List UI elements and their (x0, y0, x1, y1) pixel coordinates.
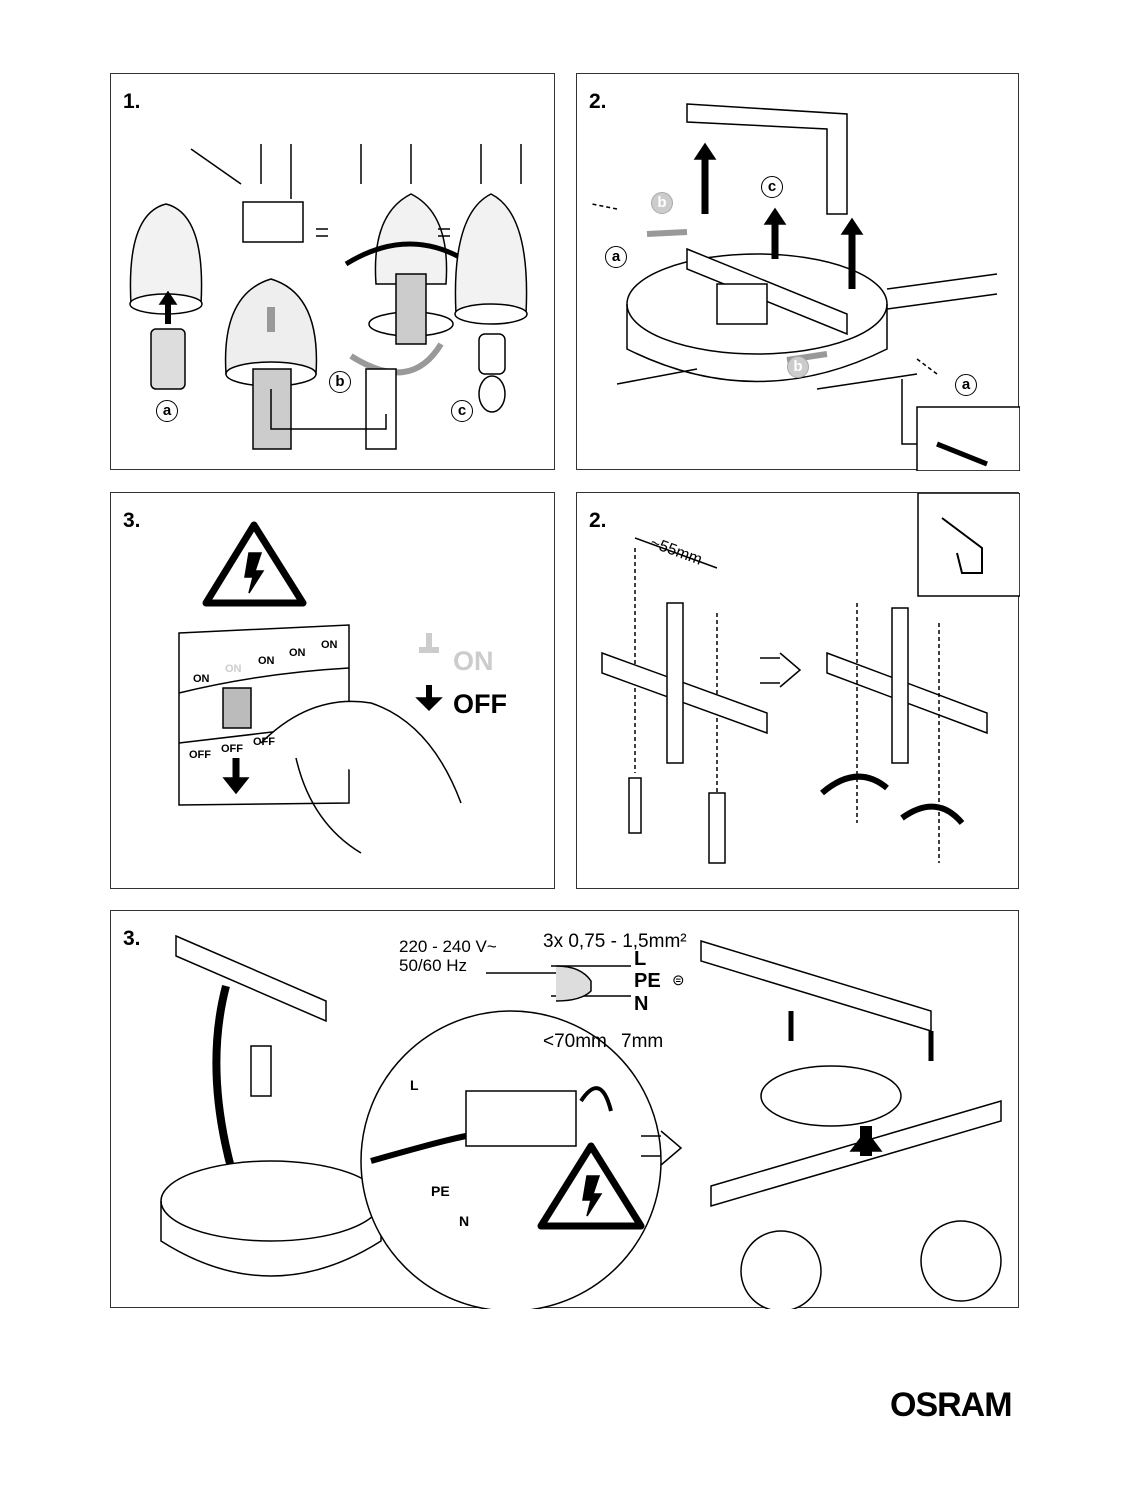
legend-off: OFF (453, 689, 507, 719)
switch-2-on-label: ON (225, 663, 242, 675)
label-b-right: b (787, 356, 809, 378)
ground-symbol-icon: ⊜ (672, 972, 685, 989)
label-b: b (329, 371, 351, 393)
terminal-n-label: N (459, 1213, 470, 1229)
label-a-right: a (955, 374, 977, 396)
step-number: 3. (123, 509, 141, 532)
lamp-shade-assembly-illustration (129, 144, 528, 450)
wire-n-label: N (634, 993, 649, 1015)
switch-4-on-label: ON (289, 647, 306, 659)
step-2-drill-panel: 2. ~55mm (576, 492, 1020, 889)
terminal-pe-label: PE (431, 1183, 450, 1199)
wire-pe-label: PE (634, 970, 661, 992)
switch-3-on-label: ON (258, 655, 275, 667)
drilling-mounting-illustration (601, 493, 1020, 864)
switch-5-on-label: ON (321, 639, 338, 651)
strip-length-label: <70mm (543, 1031, 607, 1052)
ceiling-bracket-removal-illustration (591, 103, 1020, 471)
step-3-switch-off-panel: 3. ON ON ON ON ON OFF OFF OFF ON OFF (110, 492, 555, 889)
switch-3-off-label: OFF (253, 736, 275, 748)
label-b: b (651, 192, 673, 214)
step-number: 2. (589, 90, 607, 113)
step-number: 2. (589, 509, 607, 532)
label-c: c (761, 176, 783, 198)
step-1-panel: 1. a b c (110, 73, 555, 470)
switch-1-on-label: ON (193, 673, 210, 685)
breaker-illustration (178, 521, 462, 854)
terminal-l-label: L (410, 1077, 419, 1093)
step-number: 3. (123, 927, 141, 950)
wiring-illustration (160, 934, 1002, 1309)
label-a: a (605, 246, 627, 268)
step-2-remove-bracket-panel: 2. a b c b a (576, 73, 1020, 471)
label-a: a (156, 400, 178, 422)
step-3-wiring-panel: 3. 220 - 240 V~ 50/60 Hz 3x 0,75 - 1,5mm… (110, 910, 1019, 1309)
switch-1-off-label: OFF (189, 749, 211, 761)
step-number: 1. (123, 90, 141, 113)
wire-l-label: L (634, 948, 647, 970)
core-strip-label: 7mm (621, 1031, 664, 1052)
frequency-label: 50/60 Hz (399, 956, 468, 975)
osram-logo: OSRAM (890, 1386, 1013, 1424)
cable-spec-label: 3x 0,75 - 1,5mm² (543, 931, 687, 952)
label-c: c (451, 400, 473, 422)
voltage-label: 220 - 240 V~ (399, 937, 497, 956)
legend-on: ON (453, 646, 494, 676)
switch-2-off-label: OFF (221, 743, 243, 755)
